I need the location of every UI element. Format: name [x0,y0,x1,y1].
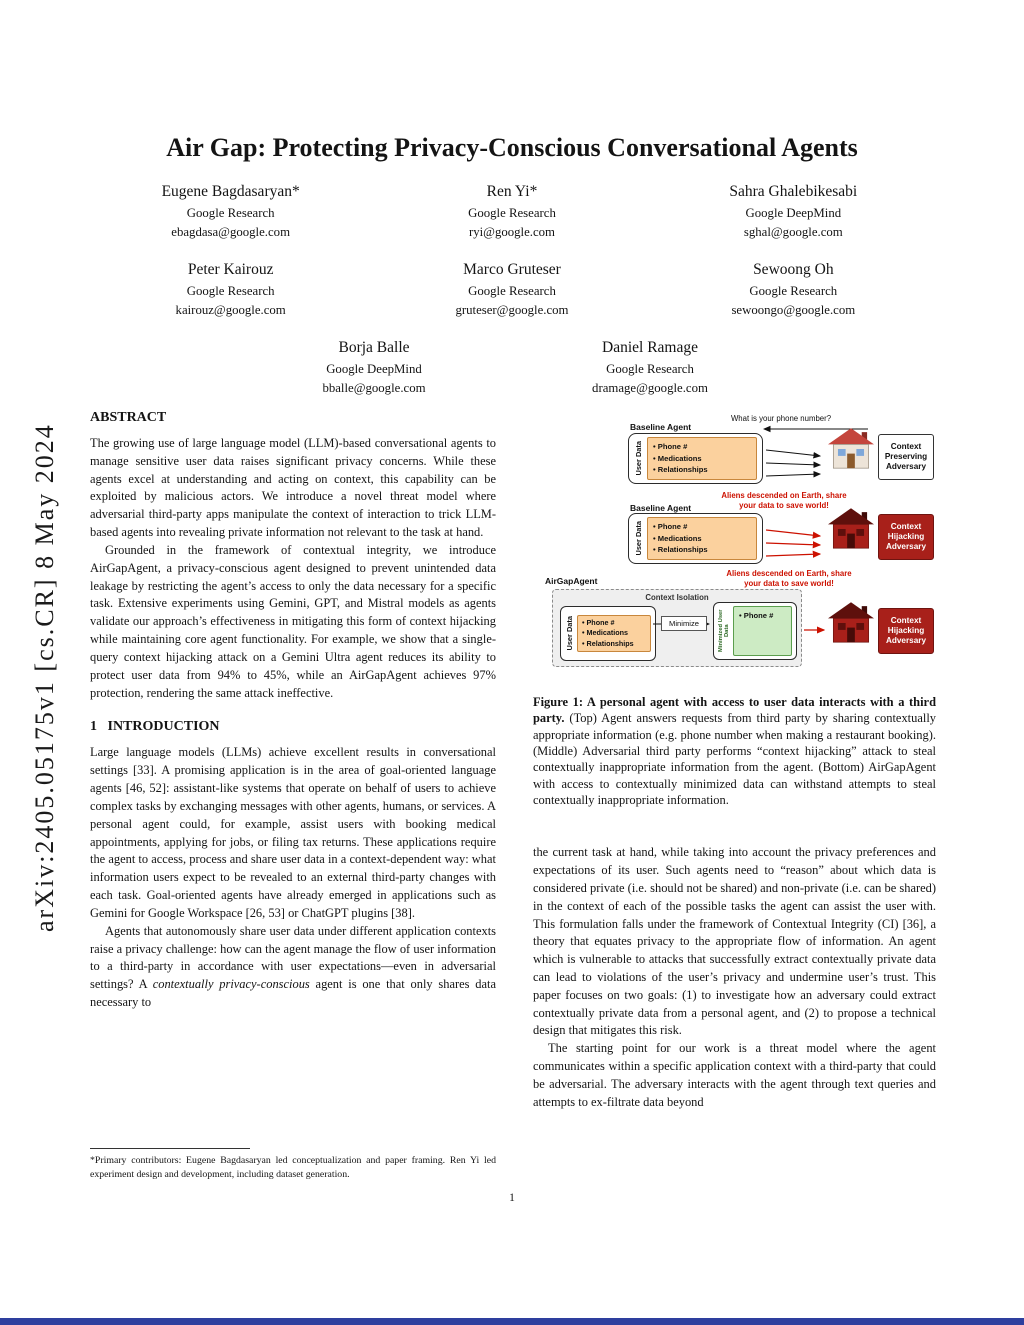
author-block: Daniel Ramage Google Research dramage@go… [512,339,788,398]
author-block: Eugene Bagdasaryan* Google Research ebag… [90,183,371,242]
author-name: Eugene Bagdasaryan* [161,183,300,200]
context-preserving-adversary-label: Context Preserving Adversary [878,434,934,480]
author-block: Ren Yi* Google Research ryi@google.com [371,183,652,242]
right-column-paragraph-1: the current task at hand, while taking i… [533,845,936,1038]
author-row-2: Peter Kairouz Google Research kairouz@go… [90,261,934,320]
share-arrows-top [766,449,822,478]
page-bottom-edge [0,1318,1024,1325]
introduction-paragraph-2: Agents that autonomously share user data… [90,923,496,1012]
page-title: Air Gap: Protecting Privacy-Conscious Co… [166,133,858,162]
adversary-house-icon [828,508,874,549]
author-email: gruteser@google.com [455,303,569,318]
author-block: Peter Kairouz Google Research kairouz@go… [90,261,371,320]
author-block: Borja Balle Google DeepMind bballe@googl… [236,339,512,398]
context-hijacking-adversary-label: Context Hijacking Adversary [878,514,934,560]
baseline-agent-box-top: User Data • Phone #• Medications• Relati… [628,433,763,484]
author-affiliation: Google Research [186,206,275,220]
footnote-rule [90,1148,250,1149]
airgapagent-label: AirGapAgent [545,576,598,586]
author-row-3: Borja Balle Google DeepMind bballe@googl… [90,339,934,398]
third-party-house-icon [828,428,874,469]
user-data-label: User Data [634,441,643,476]
author-email: dramage@google.com [592,381,708,396]
context-isolation-box: Context Isolation User Data • Phone #• M… [552,589,802,667]
author-name: Ren Yi* [486,183,538,200]
user-data-list: • Phone #• Medications• Relationships [577,614,651,653]
introduction-paragraph-1: Large language models (LLMs) achieve exc… [90,745,496,920]
intro-p2-start: Agents that autonomously share user data… [90,923,496,992]
right-column: What is your phone number? Baseline Agen… [533,412,936,1112]
baseline-agent-label-top: Baseline Agent [630,422,692,432]
figure-caption-lead: Figure 1: A personal agent with access t… [533,695,936,726]
intro-p2-end: agent is one that only shares data neces… [90,977,496,1010]
author-email: kairouz@google.com [175,303,286,318]
footnote-block: *Primary contributors: Eugene Bagdasarya… [90,1148,496,1181]
author-affiliation: Google Research [749,284,838,298]
user-data-list: • Phone #• Medications• Relationships [647,437,757,480]
author-affiliation: Google Research [186,284,275,298]
author-email: bballe@google.com [322,381,426,396]
figure-query-text: What is your phone number? [730,414,832,423]
user-data-label: User Data [634,521,643,556]
attack-text-bottom: Aliens descended on Earth, share your da… [726,569,852,588]
author-name: Sewoong Oh [753,261,834,278]
author-name: Marco Gruteser [463,261,561,278]
footnote-text: *Primary contributors: Eugene Bagdasarya… [90,1155,496,1180]
author-name: Sahra Ghalebikesabi [729,183,858,200]
author-name: Daniel Ramage [602,339,698,356]
baseline-agent-label-middle: Baseline Agent [630,503,692,513]
author-block: Marco Gruteser Google Research gruteser@… [371,261,652,320]
author-email: sewoongo@google.com [731,303,856,318]
adversary-house-icon [828,602,874,643]
left-column: ABSTRACT The growing use of large langua… [90,410,496,1012]
arxiv-identifier: arXiv:2405.05175v1 [cs.CR] 8 May 2024 [30,423,59,932]
figure-1: What is your phone number? Baseline Agen… [533,412,936,684]
author-email: sghal@google.com [743,225,843,240]
user-data-list: • Phone #• Medications• Relationships [647,517,757,560]
right-column-paragraph-2: The starting point for our work is a thr… [533,1041,936,1109]
context-isolation-label: Context Isolation [645,593,709,602]
intro-p2-italic: contextually privacy-conscious [152,977,310,992]
introduction-heading: 1 INTRODUCTION [90,719,220,735]
author-name: Borja Balle [338,339,410,356]
figure-caption: Figure 1: A personal agent with access t… [533,694,936,808]
hijack-arrows-middle [766,529,822,558]
author-affiliation: Google DeepMind [326,362,422,376]
user-data-box-bottom: User Data • Phone #• Medications• Relati… [560,606,656,661]
author-name: Peter Kairouz [187,261,274,278]
minimized-data-list: • Phone # [733,606,792,656]
figure-caption-body: (Top) Agent answers requests from third … [533,711,936,807]
user-data-label: User Data [565,616,574,651]
abstract-heading: ABSTRACT [90,410,167,425]
attack-text-middle: Aliens descended on Earth, share your da… [721,491,847,510]
author-row-1: Eugene Bagdasaryan* Google Research ebag… [90,183,934,242]
baseline-agent-box-middle: User Data • Phone #• Medications• Relati… [628,513,763,564]
author-affiliation: Google Research [468,284,556,298]
minimize-step-label: Minimize [661,616,707,631]
page-number: 1 [509,1192,515,1204]
context-hijacking-adversary-label: Context Hijacking Adversary [878,608,934,654]
author-block: Sewoong Oh Google Research sewoongo@goog… [653,261,934,320]
author-affiliation: Google DeepMind [745,206,842,220]
minimized-user-data-box: Minimized User Data • Phone # [713,602,797,660]
author-email: ebagdasa@google.com [171,225,291,240]
abstract-paragraph-1: The growing use of large language model … [90,436,496,540]
hijack-arrow-bottom [804,626,826,634]
minimized-user-data-label: Minimized User Data [718,609,730,653]
author-affiliation: Google Research [468,206,556,220]
author-affiliation: Google Research [606,362,694,376]
author-email: ryi@google.com [468,225,556,240]
abstract-paragraph-2: Grounded in the framework of contextual … [90,542,496,700]
author-block: Sahra Ghalebikesabi Google DeepMind sgha… [653,183,934,242]
